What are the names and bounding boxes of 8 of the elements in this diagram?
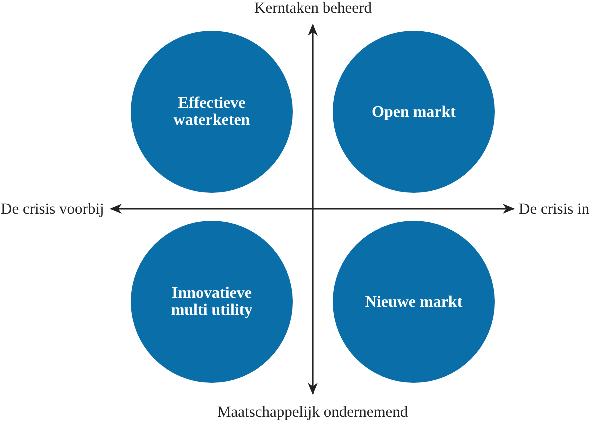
- axis-label: De crisis voorbij: [1, 200, 104, 218]
- axis-label: De crisis in: [519, 200, 590, 218]
- circle-label: Effectieve waterketen: [172, 95, 252, 129]
- circle-label: Innovatieve multi utility: [170, 285, 254, 319]
- circle-label: Open markt: [372, 104, 456, 120]
- circle-label: Nieuwe markt: [365, 294, 463, 310]
- axis-label: Kerntaken beheerd: [254, 0, 372, 16]
- axis-label: Maatschappelijk ondernemend: [218, 404, 408, 420]
